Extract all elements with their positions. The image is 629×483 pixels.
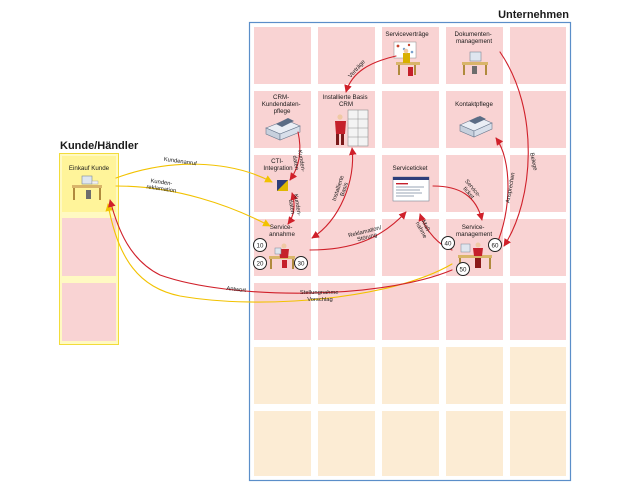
node-kontaktpflege: Kontaktpflege <box>455 101 493 138</box>
printer-icon <box>265 118 301 141</box>
document-icon <box>392 176 430 202</box>
arrow-reklamation <box>309 211 407 251</box>
svg-text:60: 60 <box>492 242 499 249</box>
step-badges: 10 20 30 40 50 60 <box>253 236 502 276</box>
arrow-kundenanruf <box>115 163 273 183</box>
node-dokumentenmanagement: Dokumenten- management <box>455 31 494 75</box>
arrow-ansprechen <box>495 137 509 247</box>
servicemanagement-label: Service- management <box>456 224 492 238</box>
label-kundenanruf: Kundenanruf <box>163 157 197 168</box>
office-worker-icon <box>458 242 492 269</box>
step-badge-50: 50 <box>456 262 470 276</box>
arrow-kundendaten <box>289 131 301 181</box>
svg-text:30: 30 <box>298 260 305 267</box>
node-crm-kundendatenpflege: CRM- Kundendaten- pflege <box>262 94 303 141</box>
svg-text:40: 40 <box>445 240 452 247</box>
svg-text:20: 20 <box>257 260 264 267</box>
node-cti-integration: CTI- Integration <box>263 158 293 191</box>
arrow-kundendaten2 <box>287 192 298 225</box>
server-rack-icon <box>335 109 369 147</box>
kontaktpflege-label: Kontaktpflege <box>455 101 493 108</box>
telephone-icon <box>277 180 288 191</box>
flow-labels: Kundenanruf Kunden- reklamation Verträge… <box>146 59 538 303</box>
desk-icon <box>72 175 102 200</box>
customer-title: Kunde/Händler <box>60 140 139 152</box>
step-badge-40: 40 <box>441 236 455 250</box>
label-stellungnahme: Stellungnahme Vorschlag <box>300 290 340 303</box>
serviceticket-label: Serviceticket <box>392 165 427 172</box>
servicevertraege-label: Serviceverträge <box>385 31 429 38</box>
step-badge-20: 20 <box>253 256 267 270</box>
node-serviceannahme: Service- annahme <box>269 224 295 269</box>
flow-arrows <box>105 51 529 303</box>
node-installierte-basis-crm: Installierte Basis CRM <box>323 94 370 147</box>
arrow-kundenreklamation <box>115 185 271 227</box>
customer-cell-3 <box>62 283 116 341</box>
label-belege: Belege <box>528 152 538 171</box>
label-kundendaten-2: Kunden- daten <box>286 194 302 219</box>
step-badge-60: 60 <box>488 238 502 252</box>
customer-cell-2 <box>62 218 116 276</box>
node-serviceticket: Serviceticket <box>392 165 430 202</box>
printer-icon <box>459 116 493 138</box>
arrow-stellungnahme <box>105 203 453 303</box>
svg-text:50: 50 <box>460 266 467 273</box>
dokumenten-label: Dokumenten- management <box>455 31 494 45</box>
crm-pflege-label: CRM- Kundendaten- pflege <box>262 94 303 115</box>
label-antwort: Antwort <box>226 286 247 294</box>
cti-label: CTI- Integration <box>263 158 293 172</box>
node-servicevertraege: Serviceverträge <box>385 31 429 76</box>
office-worker-icon <box>269 243 295 269</box>
arrow-vertraege <box>344 55 397 93</box>
basis-crm-label: Installierte Basis CRM <box>323 94 370 108</box>
arrow-installierte-basis <box>311 147 357 239</box>
arrow-serviceticket <box>432 185 485 221</box>
serviceannahme-label: Service- annahme <box>269 224 295 238</box>
label-kundenreklamation: Kunden- reklamation <box>146 178 177 195</box>
einkauf-label: Einkauf Kunde <box>69 165 110 172</box>
label-ansprechen: Ansprechen <box>505 172 516 204</box>
office-worker-icon <box>393 41 420 76</box>
label-kundendaten: Kunden- daten <box>290 150 306 175</box>
svg-text:10: 10 <box>257 242 264 249</box>
step-badge-30: 30 <box>294 256 308 270</box>
company-title: Unternehmen <box>498 9 569 21</box>
desk-icon <box>462 51 488 75</box>
customer-area: Kunde/Händler Einkauf Kunde <box>59 140 139 345</box>
company-area: Unternehmen <box>248 9 572 482</box>
arrow-belege <box>499 51 529 247</box>
arrow-antwort <box>108 199 453 294</box>
node-servicemanagement: Service- management <box>456 224 492 269</box>
step-badge-10: 10 <box>253 238 267 252</box>
